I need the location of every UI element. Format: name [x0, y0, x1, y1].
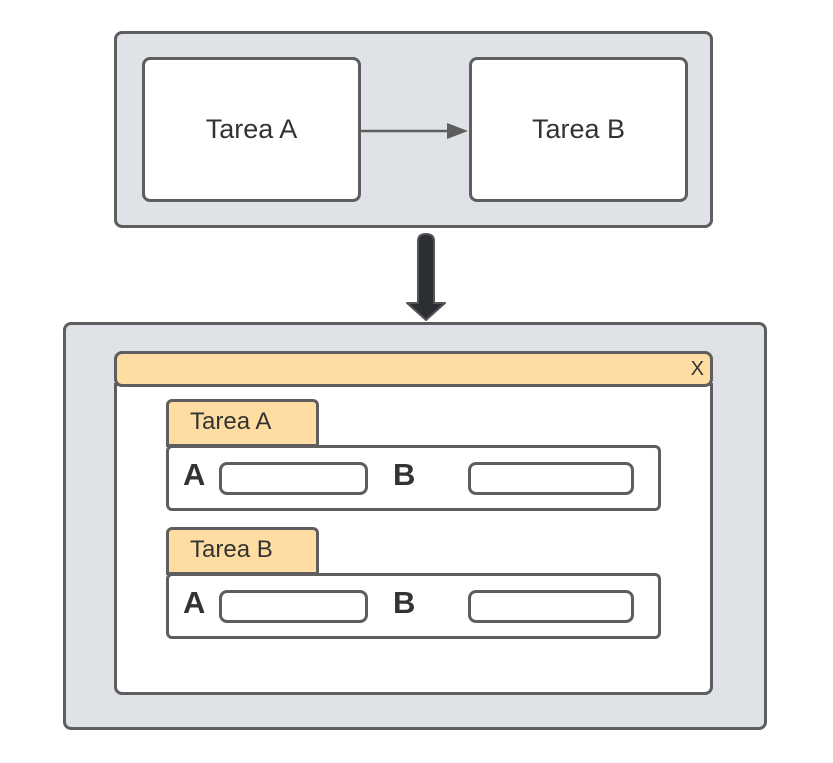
- task-b-label: Tarea B: [531, 114, 626, 144]
- transform-arrow-down-icon: [406, 233, 446, 321]
- section-a-field-a-input[interactable]: [219, 462, 368, 495]
- section-b-field-a-label: A: [183, 585, 206, 620]
- tab-tarea-b[interactable]: Tarea B: [166, 527, 319, 575]
- section-a-field-b-input[interactable]: [468, 462, 634, 495]
- section-b-field-b-label: B: [393, 585, 416, 620]
- tab-tarea-a[interactable]: Tarea A: [166, 399, 319, 447]
- task-a-label: Tarea A: [205, 114, 298, 144]
- task-b-node: Tarea B: [469, 57, 688, 202]
- window-titlebar: X: [114, 351, 713, 387]
- section-b-field-b-input[interactable]: [468, 590, 634, 623]
- task-a-node: Tarea A: [142, 57, 361, 202]
- section-b-field-a-input[interactable]: [219, 590, 368, 623]
- close-button[interactable]: X: [690, 358, 704, 380]
- section-a-field-a-label: A: [183, 457, 206, 492]
- section-a-field-b-label: B: [393, 457, 416, 492]
